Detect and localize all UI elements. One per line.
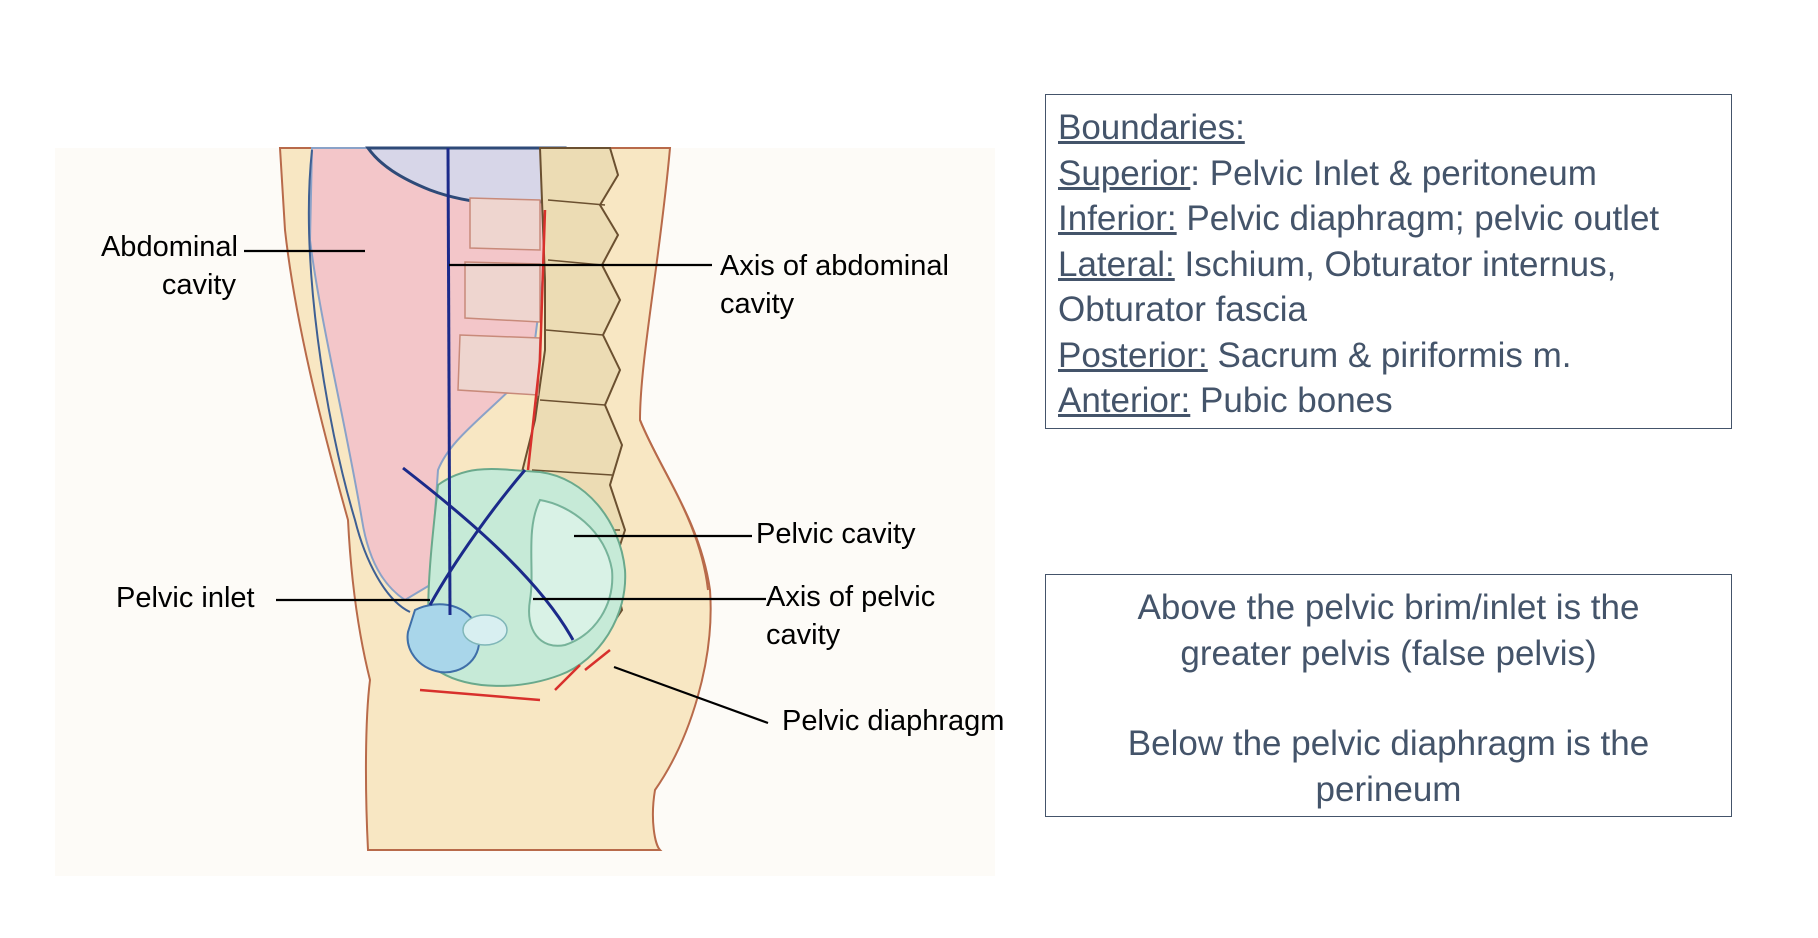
abdominal-cavity-region [308, 147, 547, 602]
note-spacer [1066, 677, 1711, 721]
boundary-separator [1190, 381, 1200, 420]
boundary-text: Sacrum & piriformis m. [1217, 335, 1572, 375]
label-axis-abdominal-line1: Axis of abdominal [720, 250, 949, 282]
boundaries-heading: Boundaries: [1058, 108, 1245, 147]
axis-pelvic-line [402, 466, 575, 641]
peritoneum-line [419, 209, 611, 702]
label-abdominal-cavity: Abdominal cavity [88, 228, 238, 304]
boundary-anterior: Anterior: Pubic bones [1058, 378, 1721, 424]
boundary-term: Inferior: [1058, 199, 1177, 238]
boundary-term: Anterior: [1058, 381, 1191, 420]
boundary-superior: Superior: Pelvic Inlet & peritoneum [1058, 151, 1721, 197]
posterior-skin-line [639, 419, 709, 591]
bladder-inner [462, 614, 508, 646]
label-axis-pelvic: Axis of pelvic cavity [766, 578, 935, 654]
label-axis-abdominal-line2: cavity [720, 288, 795, 320]
axis-abdominal-line [446, 147, 452, 616]
boundary-text: Pelvic diaphragm; pelvic outlet [1186, 199, 1660, 238]
boundary-text: Ischium, Obturator internus, [1184, 244, 1617, 284]
note-below-line2: perineum [1315, 770, 1462, 809]
boundary-posterior: Posterior: Sacrum & piriformis m. [1058, 333, 1721, 379]
note-above-line2: greater pelvis (false pelvis) [1180, 634, 1597, 673]
boundary-term: Posterior: [1058, 335, 1208, 375]
label-pelvic-diaphragm: Pelvic diaphragm [782, 705, 1005, 737]
label-axis-pelvic-line1: Axis of pelvic [766, 581, 936, 613]
anterior-body-wall [307, 149, 411, 613]
boundaries-box: Boundaries: Superior: Pelvic Inlet & per… [1045, 94, 1732, 429]
boundary-separator: : [1190, 153, 1210, 193]
label-axis-pelvic-line2: cavity [766, 619, 841, 651]
boundary-text: Obturator fascia [1058, 290, 1307, 329]
label-axis-abdominal: Axis of abdominal cavity [720, 247, 949, 323]
leader-pelvic-diaphragm [613, 665, 769, 725]
boundary-term: Superior [1058, 153, 1191, 193]
boundary-lateral: Lateral: Ischium, Obturator internus, [1058, 242, 1721, 288]
boundary-separator [1177, 199, 1187, 238]
pelvic-inlet-line [428, 469, 527, 606]
boundary-lateral-continued: Obturator fascia [1058, 287, 1721, 333]
note-above-line1: Above the pelvic brim/inlet is the [1137, 588, 1640, 627]
label-pelvic-inlet: Pelvic inlet [116, 582, 255, 614]
boundary-text: Pelvic Inlet & peritoneum [1209, 153, 1597, 193]
boundary-term: Lateral: [1058, 244, 1175, 284]
boundary-text: Pubic bones [1200, 381, 1393, 420]
notes-box: Above the pelvic brim/inlet is the great… [1045, 574, 1732, 817]
label-abdominal-cavity-line2: cavity [161, 269, 236, 301]
boundary-separator [1208, 336, 1218, 375]
leader-lines [244, 249, 769, 725]
label-abdominal-cavity-line1: Abdominal [100, 231, 238, 263]
note-below-line1: Below the pelvic diaphragm is the [1127, 724, 1650, 763]
boundary-inferior: Inferior: Pelvic diaphragm; pelvic outle… [1058, 196, 1721, 242]
label-pelvic-cavity: Pelvic cavity [756, 518, 916, 550]
